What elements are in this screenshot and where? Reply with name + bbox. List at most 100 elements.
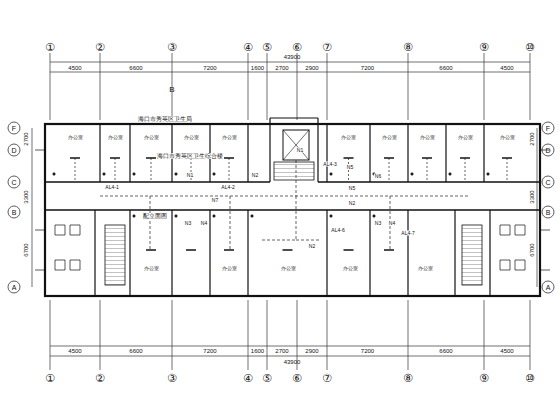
- circuit-label: N2: [308, 244, 316, 249]
- axis-letter: D: [11, 147, 16, 154]
- axis-number: ⑥: [292, 42, 302, 53]
- axis-number: ⑧: [403, 42, 413, 53]
- plan-stroke: [248, 300, 249, 370]
- wiring: [53, 158, 512, 250]
- axis-letter: D: [545, 147, 550, 154]
- plan-stroke: [411, 173, 413, 175]
- plan-stroke: [213, 173, 215, 175]
- plan-stroke: [95, 210, 490, 296]
- plan-stroke: [8, 122, 20, 134]
- axis-number: ⑦: [322, 42, 332, 53]
- plan-stroke: [50, 346, 530, 347]
- dimension: 43900: [284, 359, 301, 365]
- plan-stroke: [50, 300, 51, 370]
- plan-stroke: [50, 356, 530, 357]
- plan-stroke: [100, 196, 470, 197]
- dimension-lines: [32, 53, 537, 370]
- circuit-label: AL4-2: [220, 185, 235, 190]
- dimension: 7200: [361, 348, 374, 354]
- circuit-label: N2: [251, 173, 259, 178]
- dimension: 1600: [251, 348, 264, 354]
- axis-letter: F: [12, 125, 16, 132]
- dimension: 3300: [529, 190, 535, 203]
- circuit-label: N3: [374, 221, 382, 226]
- dimension: 2700: [529, 132, 535, 145]
- plan-stroke: [224, 249, 234, 251]
- dimension: 6600: [129, 65, 142, 71]
- room-name: 办公室: [419, 135, 436, 140]
- plan-stroke: [267, 53, 268, 120]
- plan-stroke: [213, 215, 215, 217]
- plan-stroke: [297, 53, 298, 120]
- room-name: 办公室: [381, 135, 398, 140]
- plan-stroke: [105, 225, 125, 285]
- circuit-label: AL4-6: [330, 228, 345, 233]
- plan-stroke: [32, 128, 33, 287]
- plan-stroke: [50, 53, 530, 370]
- plan-stroke: [172, 300, 173, 370]
- axis-letter: C: [545, 179, 550, 186]
- plan-stroke: [487, 173, 489, 175]
- axis-number: ⑧: [403, 373, 413, 384]
- plan-stroke: [45, 209, 540, 211]
- plan-title: 海口市秀英区卫生局: [137, 116, 193, 122]
- circuit-label: AL4-1: [104, 185, 119, 190]
- dimension: 4500: [68, 348, 81, 354]
- axis-number: ⑩: [525, 42, 535, 53]
- plan-stroke: [50, 62, 530, 63]
- plan-stroke: [283, 130, 309, 160]
- plan-stroke: [283, 249, 293, 251]
- plan-stroke: [427, 158, 428, 182]
- plan-stroke: [537, 128, 538, 287]
- circuit-label: N3: [184, 221, 192, 226]
- plan-stroke: [103, 173, 105, 175]
- plan-stroke: [150, 196, 390, 250]
- dimension: 6600: [439, 65, 452, 71]
- dimension: 6700: [23, 243, 29, 256]
- axis-letter: B: [546, 209, 551, 216]
- plan-stroke: [373, 215, 375, 217]
- dimension: 1600: [251, 65, 264, 71]
- plan-stroke: [53, 173, 55, 175]
- dimension: 3300: [23, 190, 29, 203]
- axis-number: ①: [45, 42, 55, 53]
- plan-stroke: [45, 181, 270, 183]
- plan-stroke: [151, 158, 152, 182]
- plan-stroke: [408, 53, 409, 120]
- plan-stroke: [8, 176, 20, 188]
- axis-number: ④: [243, 373, 253, 384]
- axis-letter: C: [11, 179, 16, 186]
- axis-number: ③: [167, 373, 177, 384]
- plan-stroke: [229, 158, 230, 182]
- circuit-label: N4: [200, 221, 208, 226]
- plan-stroke: [175, 173, 177, 175]
- plan-stroke: [133, 173, 135, 175]
- circuit-label: N2: [348, 201, 356, 206]
- plan-stroke: [260, 160, 320, 240]
- room-name: 办公室: [280, 266, 297, 271]
- plan-stroke: [462, 225, 482, 285]
- plan-stroke: [267, 300, 268, 370]
- plan-stroke: [408, 300, 409, 370]
- plan-stroke: [318, 181, 540, 183]
- dimension: 4500: [68, 65, 81, 71]
- dimension: 6700: [529, 243, 535, 256]
- plan-stroke: [344, 249, 354, 251]
- plan-stroke: [35, 150, 550, 270]
- plan-stroke: [542, 206, 554, 218]
- plan-stroke: [100, 118, 484, 182]
- room-name: 办公室: [221, 266, 238, 271]
- axis-number: ①: [45, 373, 55, 384]
- axis-number: ⑦: [322, 373, 332, 384]
- axis-bubbles: [8, 122, 554, 293]
- dimension: 2900: [305, 65, 318, 71]
- plan-stroke: [274, 162, 314, 180]
- room-name: 办公室: [143, 266, 160, 271]
- axis-number: ②: [95, 373, 105, 384]
- axis-number: ④: [243, 42, 253, 53]
- plan-stroke: [53, 158, 512, 250]
- plan-stroke: [45, 124, 540, 296]
- plan-stroke: [191, 158, 192, 182]
- dimension: 43900: [284, 54, 301, 60]
- room-name: 办公室: [457, 135, 474, 140]
